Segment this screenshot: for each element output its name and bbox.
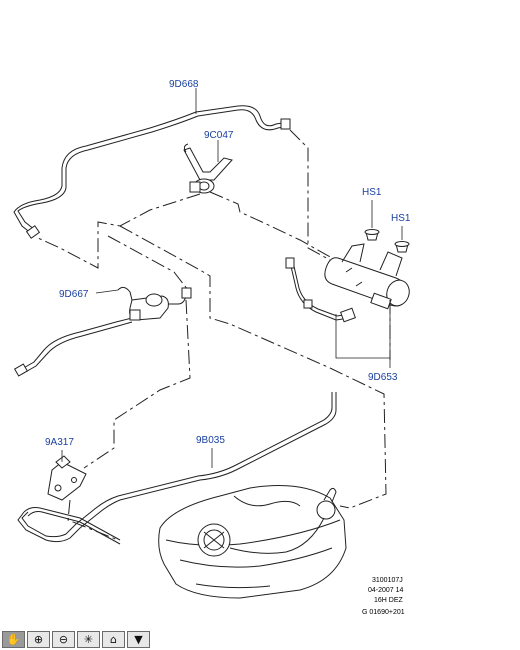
triangle-down-icon: ▼	[134, 633, 143, 646]
label-9d668[interactable]: 9D668	[169, 79, 199, 90]
drawing-date: 04-2007 14	[368, 587, 404, 594]
label-9a317[interactable]: 9A317	[45, 437, 74, 448]
fastener-hs1-b[interactable]	[394, 226, 410, 253]
bracket-9a317[interactable]	[47, 455, 87, 501]
canister-9d653[interactable]	[285, 243, 413, 323]
fuel-tank[interactable]	[158, 485, 347, 599]
cursor-burst-icon: ✳	[83, 633, 94, 646]
menu-dropdown-button[interactable]: ▼	[127, 631, 150, 648]
home-icon: ⌂	[110, 633, 117, 646]
label-9c047[interactable]: 9C047	[204, 130, 234, 141]
drawing-code: 16H DEZ	[374, 597, 404, 604]
viewer-toolbar: ✋ ⊕ ⊖ ✳ ⌂ ▼	[0, 631, 520, 650]
drawing-ref: G 01690+201	[362, 609, 405, 616]
hand-icon: ✋	[6, 633, 21, 646]
purge-valve-9d667[interactable]	[13, 286, 192, 377]
zoom-in-icon: ⊕	[33, 633, 44, 646]
drawing-info-block: 3100107J 04-2007 14 16H DEZ G 01690+201	[362, 577, 405, 616]
leader-lines	[61, 88, 391, 468]
select-tool-button[interactable]: ✳	[77, 631, 100, 648]
zoom-out-icon: ⊖	[58, 633, 69, 646]
label-9d653[interactable]: 9D653	[368, 372, 398, 383]
connector-9c047[interactable]	[183, 143, 233, 194]
label-9d667[interactable]: 9D667	[59, 289, 89, 300]
label-9b035[interactable]: 9B035	[196, 435, 225, 446]
exploded-parts-diagram: 9D668 9C047 HS1 HS1 9D667 9D653 9A317 9B…	[13, 79, 413, 616]
zoom-out-button[interactable]: ⊖	[52, 631, 75, 648]
fastener-hs1-a[interactable]	[364, 200, 380, 241]
home-view-button[interactable]: ⌂	[102, 631, 125, 648]
zoom-in-button[interactable]: ⊕	[27, 631, 50, 648]
label-hs1-a[interactable]: HS1	[362, 187, 382, 198]
label-hs1-b[interactable]: HS1	[391, 213, 411, 224]
pan-tool-button[interactable]: ✋	[2, 631, 25, 648]
drawing-id: 3100107J	[372, 577, 403, 584]
vapour-line-9d668[interactable]	[13, 105, 291, 239]
assembly-centerlines	[37, 129, 391, 541]
fuel-line-9b035[interactable]	[17, 392, 337, 545]
